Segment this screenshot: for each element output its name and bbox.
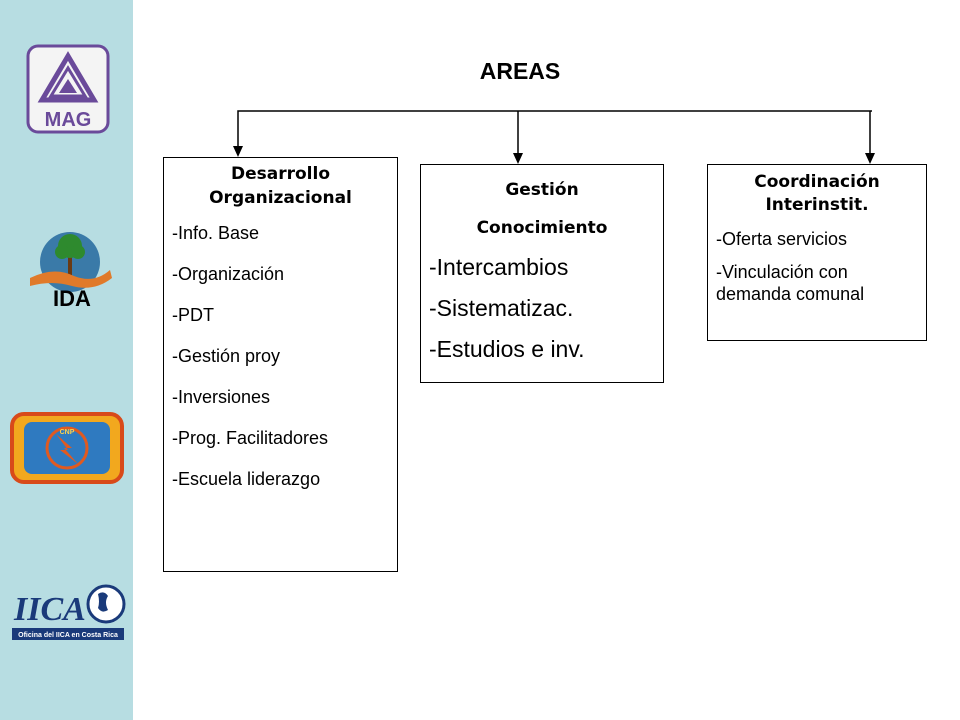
area-heading-line: Gestión (505, 180, 579, 200)
iica-logo-caption: Oficina del IICA en Costa Rica (18, 632, 118, 639)
ida-logo: IDA (30, 232, 112, 310)
cnp-logo: CNP (10, 412, 124, 484)
area-heading-line: Interinstit. (765, 195, 869, 215)
cnp-logo-text: CNP (60, 429, 75, 436)
area-box-gestion: Gestión Conocimiento -Intercambios -Sist… (420, 164, 664, 383)
arrow-head-middle (513, 153, 523, 164)
area-heading-line: Coordinación (754, 172, 880, 192)
mag-logo: MAG (26, 44, 110, 134)
area-item: -Vinculación con demanda comunal (716, 262, 865, 304)
area-heading-line: Conocimiento (476, 218, 608, 238)
arrow-head-left (233, 146, 243, 157)
area-item: -Organización (172, 264, 285, 284)
area-item: -Gestión proy (172, 346, 281, 366)
area-item: -Prog. Facilitadores (172, 428, 329, 448)
ida-logo-text: IDA (53, 286, 91, 310)
area-item: -Sistematizac. (429, 295, 574, 321)
area-heading: Coordinación Interinstit. (716, 171, 918, 217)
area-heading: Gestión Conocimiento (429, 171, 655, 247)
area-heading: Desarrollo Organizacional (172, 162, 389, 210)
sidebar: MAG IDA CNP IICA Oficina del IICA en Cos… (0, 0, 133, 720)
area-box-desarrollo: Desarrollo Organizacional -Info. Base -O… (163, 157, 398, 572)
iica-logo-text: IICA (13, 591, 86, 628)
area-item: -PDT (172, 305, 214, 325)
area-item: -Info. Base (172, 223, 260, 243)
area-item: -Intercambios (429, 254, 569, 280)
diagram-title: AREAS (479, 58, 561, 84)
area-item: -Estudios e inv. (429, 336, 585, 362)
area-box-coordinacion: Coordinación Interinstit. -Oferta servic… (707, 164, 927, 341)
connector-bar (237, 110, 872, 154)
area-item: -Escuela liderazgo (172, 469, 321, 489)
mag-logo-text: MAG (45, 109, 92, 131)
area-heading-line: Organizacional (209, 188, 352, 208)
arrow-head-right (865, 153, 875, 164)
area-item: -Inversiones (172, 387, 271, 407)
area-item: -Oferta servicios (716, 229, 848, 249)
iica-logo: IICA Oficina del IICA en Costa Rica (12, 584, 126, 640)
area-heading-line: Desarrollo (230, 164, 330, 184)
